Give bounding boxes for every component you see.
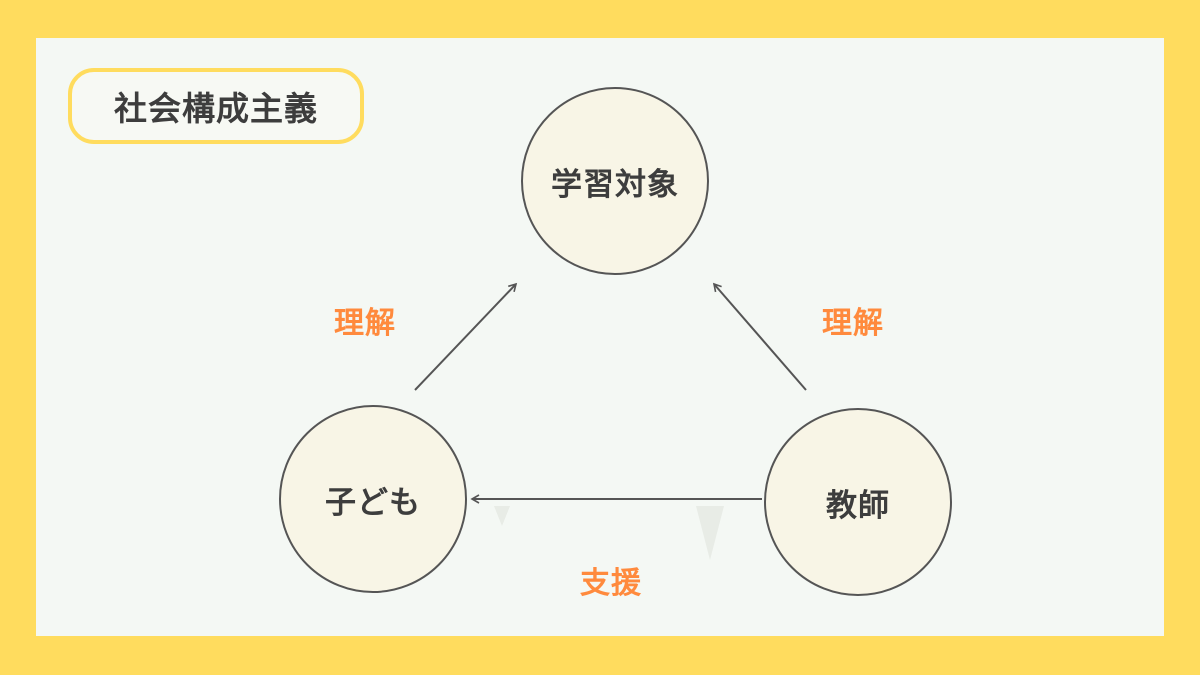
node-teacher-label: 教師 <box>826 487 890 524</box>
title-badge: 社会構成主義 <box>68 68 364 144</box>
node-learning-object: 学習対象 <box>521 87 709 275</box>
decorative-wedge-left <box>494 506 510 526</box>
edge-label-child-understanding: 理解 <box>334 306 396 341</box>
node-child: 子ども <box>279 405 467 593</box>
node-teacher: 教師 <box>764 408 952 596</box>
arrow-child-to-object <box>414 282 518 391</box>
diagram-title: 社会構成主義 <box>114 89 318 128</box>
node-learning-object-label: 学習対象 <box>551 166 679 203</box>
node-child-label: 子ども <box>325 484 421 521</box>
edge-label-support: 支援 <box>580 566 642 601</box>
edge-label-teacher-understanding: 理解 <box>822 306 884 341</box>
arrow-teacher-to-object <box>712 282 807 391</box>
decorative-wedge-right <box>696 506 724 560</box>
